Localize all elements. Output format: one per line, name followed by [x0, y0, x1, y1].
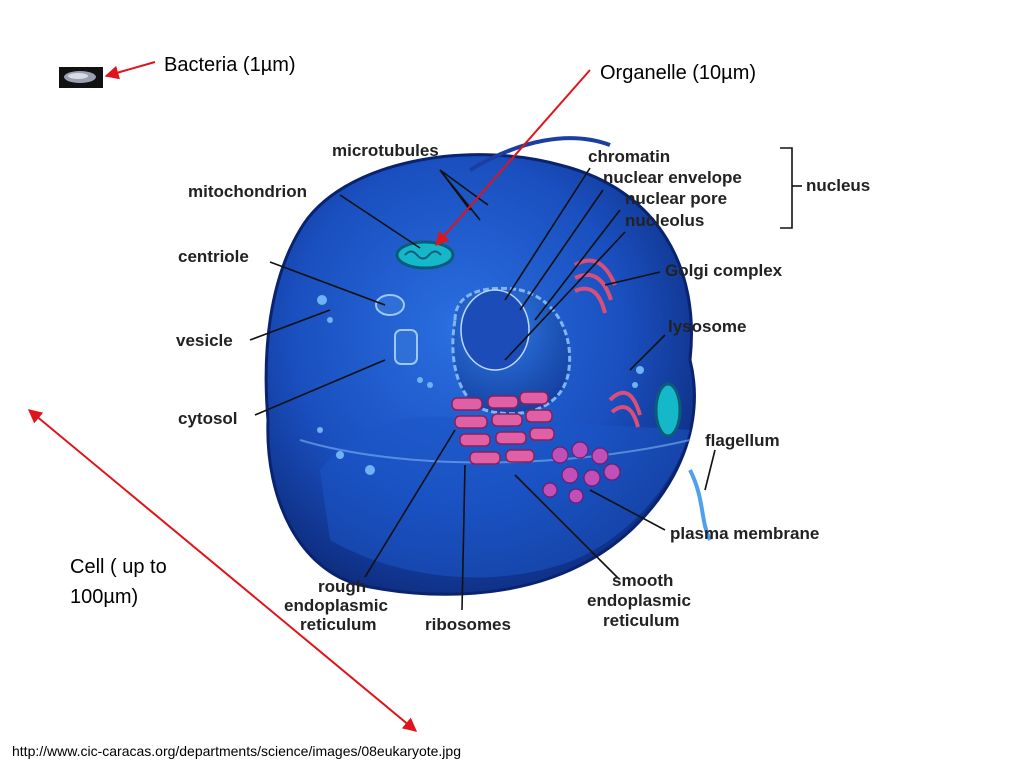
- diagram-label-group: microtubules mitochondrion centriole ves…: [176, 141, 870, 634]
- bacteria-scale-label: Bacteria (1µm): [164, 54, 296, 76]
- cell-scale-label-line1: Cell ( up to: [70, 556, 167, 578]
- label-rough-er-line1: rough: [318, 577, 366, 596]
- bacteria-arrow: [104, 61, 156, 80]
- flagellum-tail: [688, 469, 712, 541]
- mitochondrion-shape: [395, 240, 455, 270]
- label-vesicle: vesicle: [176, 331, 233, 350]
- organelle-scale-label: Organelle (10µm): [600, 62, 757, 84]
- label-lysosome: lysosome: [668, 317, 746, 336]
- label-smooth-er-line3: reticulum: [603, 611, 680, 630]
- label-mitochondrion: mitochondrion: [188, 182, 307, 201]
- label-nucleolus: nucleolus: [625, 211, 704, 230]
- label-rough-er-line3: reticulum: [300, 615, 377, 634]
- organelle-arrow: [435, 69, 591, 247]
- leader-lines: [249, 147, 802, 611]
- label-ribosomes: ribosomes: [425, 615, 511, 634]
- cell-size-arrow: [27, 409, 418, 732]
- label-plasma-membrane: plasma membrane: [670, 524, 819, 543]
- label-chromatin: chromatin: [588, 147, 670, 166]
- flagellum-shape: [468, 136, 611, 172]
- scale-arrows: [27, 61, 591, 732]
- label-flagellum: flagellum: [705, 431, 780, 450]
- centriole-shape: [394, 329, 418, 365]
- cell-scale-label: Cell ( up to 100µm): [70, 552, 210, 612]
- mitochondrion-shape-2: [654, 382, 682, 438]
- label-cytosol: cytosol: [178, 409, 238, 428]
- label-nuclear-envelope: nuclear envelope: [603, 168, 742, 187]
- source-url: http://www.cic-caracas.org/departments/s…: [12, 743, 461, 759]
- label-rough-er-line2: endoplasmic: [284, 596, 388, 615]
- label-microtubules: microtubules: [332, 141, 439, 160]
- nucleolus-shape: [460, 289, 530, 371]
- rough-er-shape: [451, 391, 555, 465]
- label-nuclear-pore: nuclear pore: [625, 189, 727, 208]
- label-golgi-complex: Golgi complex: [665, 261, 783, 280]
- bacteria-image: [59, 67, 103, 88]
- smooth-er-shape: [542, 441, 621, 504]
- label-smooth-er-line1: smooth: [612, 571, 673, 590]
- label-nucleus: nucleus: [806, 176, 870, 195]
- label-smooth-er-line2: endoplasmic: [587, 591, 691, 610]
- label-centriole: centriole: [178, 247, 249, 266]
- cell-scale-label-line2: 100µm): [70, 586, 139, 608]
